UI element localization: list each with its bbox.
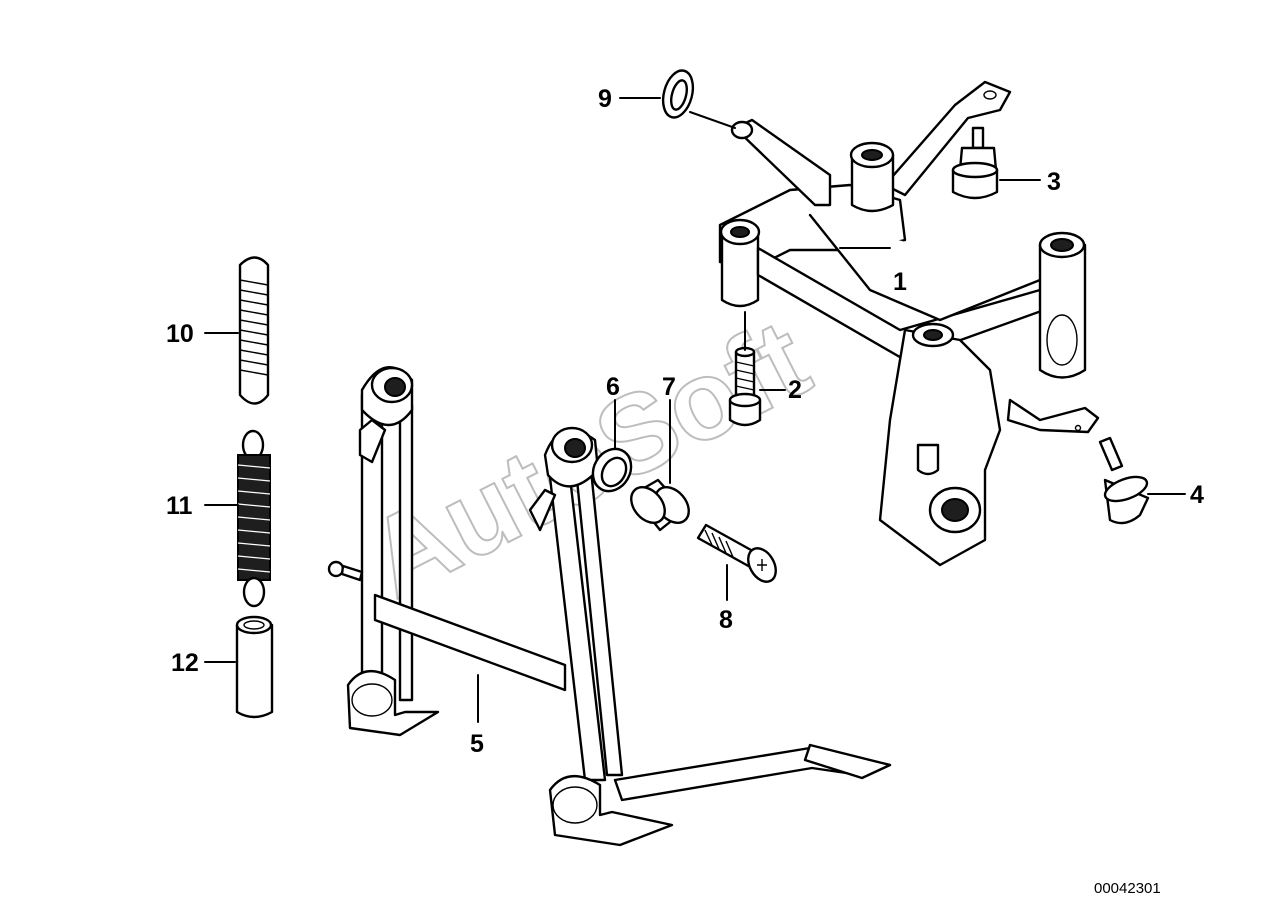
part-7-bushing	[630, 478, 690, 532]
diagram-reference-number: 00042301	[1094, 880, 1161, 897]
callout-11: 11	[166, 492, 193, 520]
callout-4: 4	[1190, 481, 1204, 509]
part-6-circlip	[591, 447, 633, 493]
callout-2: 2	[788, 376, 802, 404]
part-5-main-stand	[327, 365, 892, 847]
callout-10: 10	[166, 320, 194, 348]
callout-8: 8	[719, 606, 733, 634]
callout-7: 7	[662, 373, 676, 401]
part-4-rubber-buffer	[1098, 436, 1150, 525]
part-10-spring	[238, 256, 270, 405]
callout-9: 9	[598, 85, 612, 113]
part-12-sleeve	[235, 615, 274, 719]
leader-lines	[204, 97, 1186, 723]
callout-3: 3	[1047, 168, 1061, 196]
part-9-washer	[661, 69, 695, 119]
part-11-spring	[237, 429, 271, 608]
part-2-bolt	[728, 346, 762, 427]
callout-1: 1	[893, 268, 907, 296]
part-1-frame-bracket	[718, 80, 1100, 567]
callout-6: 6	[606, 373, 620, 401]
callout-12: 12	[171, 649, 199, 677]
part-8-bolt	[696, 523, 777, 583]
callout-5: 5	[470, 730, 484, 758]
part-3-rubber-buffer	[951, 126, 999, 200]
